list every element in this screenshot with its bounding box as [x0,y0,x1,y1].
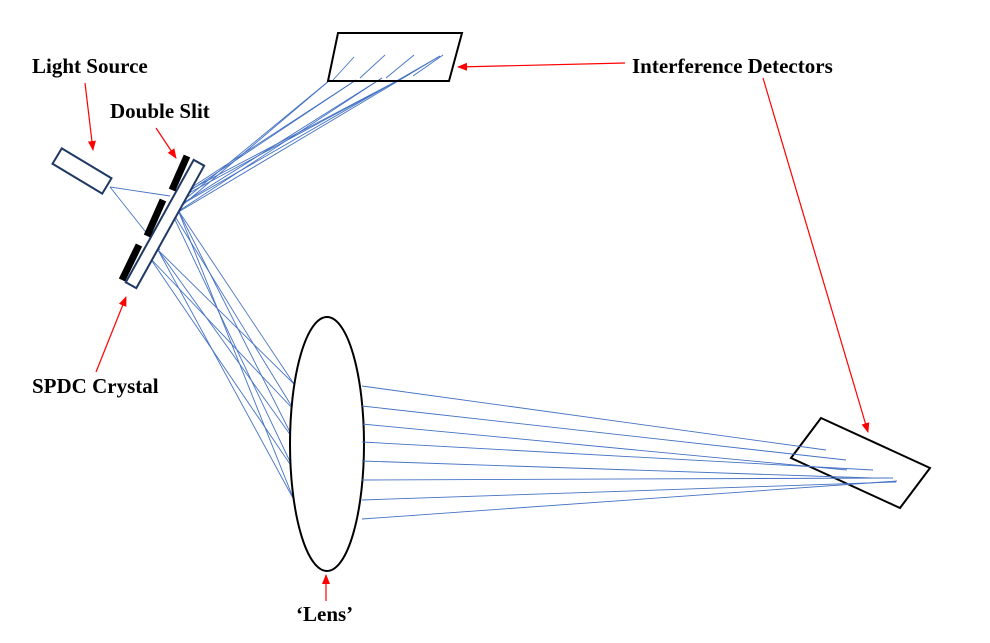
lower-beam [149,257,295,471]
focused-beam [361,405,847,461]
lower-beam [177,209,295,501]
detector-hatch [359,54,386,79]
arrow-double-slit [155,127,177,159]
pump-beam [109,186,171,197]
lower-beam [167,204,295,411]
upper-beam [179,73,411,196]
focused-beam [361,441,874,471]
label-double-slit: Double Slit [110,99,210,123]
light-source-box [51,146,113,196]
lens-ellipse [289,316,365,572]
top-detector-box [326,32,464,82]
upper-beam [164,55,441,221]
upper-beam [164,77,383,221]
focused-beam [361,460,873,479]
lower-beam [177,209,295,385]
focused-beam [361,423,848,471]
slit-bar-middle [143,198,167,238]
detector-hatch [332,56,355,81]
light-beams [109,54,444,501]
slit-bar-bottom [118,243,143,282]
label-spdc-crystal: SPDC Crystal [32,374,159,398]
slit-bar-top [168,154,191,192]
lower-beam [157,249,295,441]
detector-hatch [412,54,444,77]
annotation-arrows [84,62,870,601]
lower-beam [177,209,295,441]
arrow-top-detector [457,62,626,71]
lens-output-beams [361,385,898,520]
focused-beam [361,385,827,451]
double-slit [118,154,191,282]
focused-beam [361,477,894,481]
detector-hatch [385,54,415,79]
arrow-light-source [84,82,96,151]
upper-beam [164,79,331,221]
focused-beam [361,481,897,501]
arrow-spdc-crystal [95,296,127,373]
label-light-source: Light Source [32,54,148,78]
upper-beam [179,79,357,196]
arrow-right-detector [762,77,870,433]
focused-beam [361,480,898,520]
lower-beam [157,249,295,385]
lower-beam [157,249,295,501]
lower-beam [149,257,295,411]
spdc-crystal-box [124,158,206,290]
label-lens: ‘Lens’ [296,602,353,626]
label-interference-detectors: Interference Detectors [632,54,833,78]
right-detector-box [789,416,932,510]
lower-beam [167,204,295,471]
